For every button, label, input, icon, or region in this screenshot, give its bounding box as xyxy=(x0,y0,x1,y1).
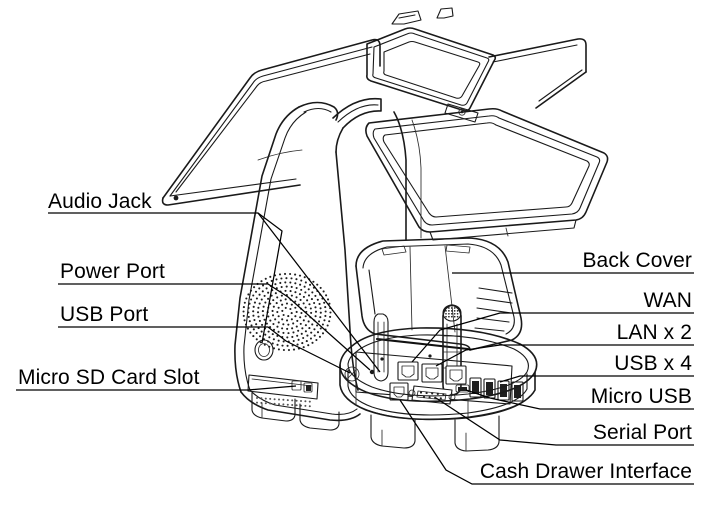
body-foot-left xyxy=(251,392,340,431)
callout-label-audio-jack: Audio Jack xyxy=(48,190,152,213)
merchant-display xyxy=(365,107,609,241)
callout-label-lan-x2: LAN x 2 xyxy=(616,321,692,344)
lan-port-2 xyxy=(445,365,467,385)
speaker-grille xyxy=(242,272,332,352)
cash-drawer-port xyxy=(389,382,409,401)
vent-slots xyxy=(474,287,513,332)
wan-port xyxy=(397,361,419,381)
callout-label-serial-port: Serial Port xyxy=(592,421,692,444)
display-shoulder xyxy=(488,38,587,109)
callout-label-cash-drawer-interface: Cash Drawer Interface xyxy=(479,460,692,483)
callout-label-wan: WAN xyxy=(643,289,692,312)
callout-label-usb-x4: USB x 4 xyxy=(614,352,692,375)
callout-label-usb-port: USB Port xyxy=(60,303,149,326)
callout-label-power-port: Power Port xyxy=(60,260,165,283)
display-neck xyxy=(332,97,422,241)
callout-label-micro-sd-card-slot: Micro SD Card Slot xyxy=(18,366,200,389)
port-bay xyxy=(344,351,524,405)
micro-sd-slot xyxy=(247,374,319,408)
callout-label-micro-usb: Micro USB xyxy=(590,385,692,408)
cable-clip-left xyxy=(373,313,389,382)
customer-display-panel xyxy=(161,38,381,206)
micro-usb-port xyxy=(455,384,470,393)
callout-label-back-cover: Back Cover xyxy=(582,249,692,272)
secondary-display xyxy=(366,7,497,123)
audio-jack-port xyxy=(254,339,274,361)
lan-port-1 xyxy=(421,363,443,383)
